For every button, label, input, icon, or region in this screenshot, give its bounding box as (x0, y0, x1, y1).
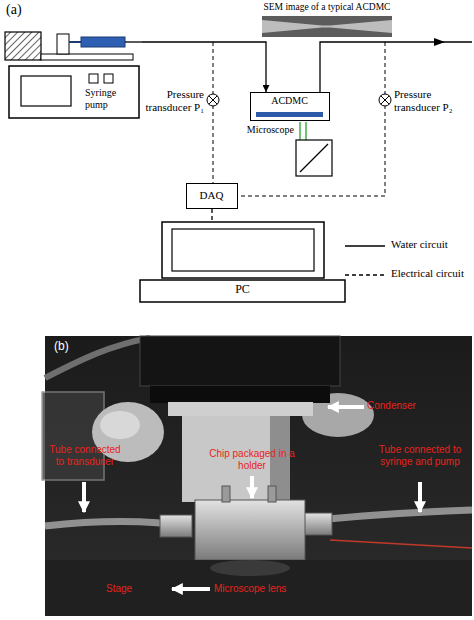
photo-label: Tube connected to transducer (46, 444, 124, 467)
pointer-arrow (82, 482, 86, 512)
photo-background (45, 336, 472, 616)
sem-image (262, 16, 392, 37)
microscope-symbol (296, 140, 332, 176)
syringe (81, 37, 125, 47)
node-text: DAQ (187, 189, 236, 202)
legend-sample (345, 270, 385, 280)
syringe-plunger (69, 41, 81, 43)
signal-wire (213, 42, 214, 183)
outlet-tube (320, 42, 472, 92)
transducer-symbol (207, 94, 219, 106)
panel-letter: (a) (6, 2, 46, 18)
condenser-body (140, 336, 340, 386)
syringe-pump: Syringe pump (5, 30, 142, 120)
photo-label: Stage (106, 583, 166, 595)
condenser-ring (168, 402, 313, 416)
pump-carriage (57, 34, 69, 54)
monitor (162, 222, 324, 278)
pointer-arrow (250, 476, 254, 498)
flow-arrow (434, 38, 445, 46)
pointer-arrow (418, 482, 422, 512)
transducer-cross (381, 96, 389, 104)
legend-line (345, 274, 385, 275)
pump-block (5, 32, 41, 60)
transducer-cross (209, 96, 217, 104)
computer-base (140, 280, 345, 302)
daq-box: DAQ (186, 183, 238, 209)
legend-entry: Water circuit (345, 239, 473, 253)
syringe-pump-shape (5, 30, 142, 120)
lens (210, 560, 290, 576)
legend-line (345, 245, 385, 246)
photo-label: Tube connected to syringe and pump (370, 444, 470, 467)
screw (268, 486, 276, 502)
transducer-symbol (379, 94, 391, 106)
water-tube (142, 42, 266, 92)
signal-wire (238, 42, 385, 196)
screw (222, 486, 230, 502)
cable (45, 338, 150, 378)
fitting (160, 515, 192, 537)
stage (45, 560, 472, 616)
chip (256, 112, 323, 117)
panel-letter: (b) (54, 340, 94, 354)
syringe-needle (125, 41, 142, 42)
pump-rail (41, 54, 133, 60)
transducer-label: Pressure transducer P₁ (126, 88, 204, 113)
foil-highlight (100, 411, 140, 439)
legend-sample (345, 241, 385, 251)
pointer-arrow (328, 405, 364, 409)
pump-button (89, 74, 98, 83)
photo-label: Microscope lens (214, 583, 324, 595)
sem-channel (262, 20, 392, 33)
node-text: PC (140, 283, 345, 297)
node-text: ACDMC (251, 95, 328, 107)
condenser-lower (150, 386, 330, 403)
legend-entry: Electrical circuit (345, 268, 473, 282)
pump-button (104, 74, 113, 83)
microscope-label: Microscope (236, 124, 294, 136)
pump-body (9, 66, 139, 118)
chip-holder-box: ACDMC (250, 92, 330, 121)
signal-wire (211, 209, 212, 222)
transducer-label: Pressure transducer P₂ (394, 88, 472, 113)
pump-display (21, 76, 71, 106)
microscope-mirror (300, 144, 328, 172)
photo (42, 336, 472, 616)
computer: PC (140, 222, 345, 302)
light-path (299, 122, 301, 140)
node-text: Syringe pump (85, 87, 137, 110)
monitor-screen (172, 229, 314, 271)
pointer-arrow (172, 587, 210, 591)
photo-label: Chip packaged in a holder (204, 448, 300, 471)
red-wire (330, 540, 472, 548)
photo-label: Condenser (367, 400, 467, 412)
legend-text: Water circuit (391, 238, 448, 250)
legend-text: Electrical circuit (391, 267, 464, 279)
chip-holder (195, 500, 305, 560)
image-caption: SEM image of a typical ACDMC (252, 2, 402, 13)
light-path (305, 122, 307, 140)
